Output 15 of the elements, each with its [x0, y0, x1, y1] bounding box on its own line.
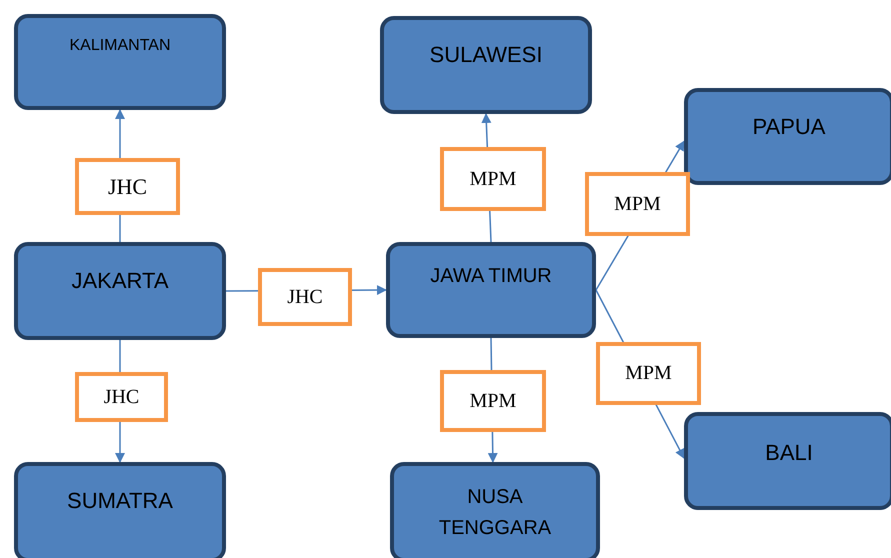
edge-label: MPM	[596, 342, 701, 405]
edge-label: JHC	[75, 372, 168, 422]
region-box: JAKARTA	[14, 242, 226, 340]
edge-label: JHC	[75, 158, 180, 215]
region-box: NUSA TENGGARA	[390, 462, 600, 558]
region-box: JAWA TIMUR	[386, 242, 596, 338]
edge-label: MPM	[440, 147, 546, 211]
region-box: SULAWESI	[380, 16, 592, 114]
region-box: BALI	[684, 412, 891, 510]
edge-label: MPM	[585, 172, 690, 236]
edge-label: MPM	[440, 370, 546, 432]
region-box: KALIMANTAN	[14, 14, 226, 110]
region-box: SUMATRA	[14, 462, 226, 558]
region-box: PAPUA	[684, 88, 891, 185]
edge-label: JHC	[258, 268, 352, 326]
